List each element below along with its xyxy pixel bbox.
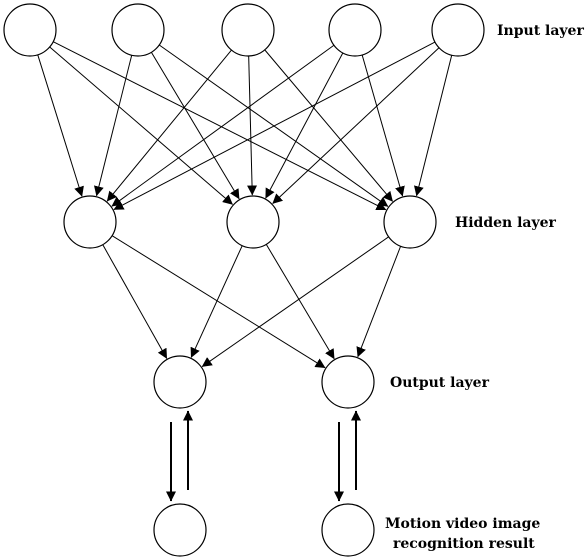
input-layer-label: Input layer — [497, 23, 584, 39]
hidden-node-1 — [63, 195, 117, 249]
edge-input-1-hidden-2 — [49, 46, 233, 205]
edge-input-3-hidden-1 — [106, 49, 232, 202]
result-node-2 — [321, 503, 375, 557]
input-node-3 — [221, 3, 275, 57]
edge-input-5-hidden-1 — [113, 41, 436, 210]
result-label-line2: recognition result — [393, 536, 535, 552]
edge-input-3-hidden-3 — [264, 49, 393, 202]
hidden-node-3 — [383, 195, 437, 249]
connection-lines — [37, 41, 453, 502]
output-layer-label: Output layer — [390, 375, 490, 391]
output-node-1 — [153, 355, 207, 409]
input-node-4 — [328, 3, 382, 57]
edge-input-3-hidden-2 — [247, 55, 258, 196]
edge-hidden-3-output-2 — [356, 246, 402, 358]
edge-hidden-2-output-2 — [265, 244, 335, 360]
edge-input-2-hidden-2 — [150, 52, 240, 200]
edge-hidden-1-output-1 — [102, 244, 168, 359]
result-node-1 — [153, 503, 207, 557]
hidden-node-2 — [226, 195, 280, 249]
edge-input-1-hidden-3 — [52, 41, 387, 211]
input-node-1 — [3, 3, 57, 57]
network-nodes — [3, 3, 485, 557]
result-label-line1: Motion video image — [385, 516, 540, 532]
edge-hidden-3-output-1 — [201, 236, 389, 367]
edge-hidden-1-output-2 — [111, 235, 326, 369]
edge-input-4-hidden-3 — [361, 54, 405, 197]
output-node-2 — [321, 355, 375, 409]
edge-input-2-hidden-1 — [94, 55, 133, 197]
edge-input-1-hidden-1 — [37, 54, 84, 197]
edge-input-4-hidden-2 — [265, 52, 344, 199]
edge-hidden-2-output-1 — [190, 245, 243, 358]
hidden-layer-label: Hidden layer — [455, 215, 557, 231]
input-node-2 — [111, 3, 165, 57]
edge-input-5-hidden-2 — [272, 47, 440, 204]
edge-input-4-hidden-1 — [111, 44, 335, 207]
edge-input-5-hidden-3 — [414, 55, 453, 197]
input-node-5 — [431, 3, 485, 57]
